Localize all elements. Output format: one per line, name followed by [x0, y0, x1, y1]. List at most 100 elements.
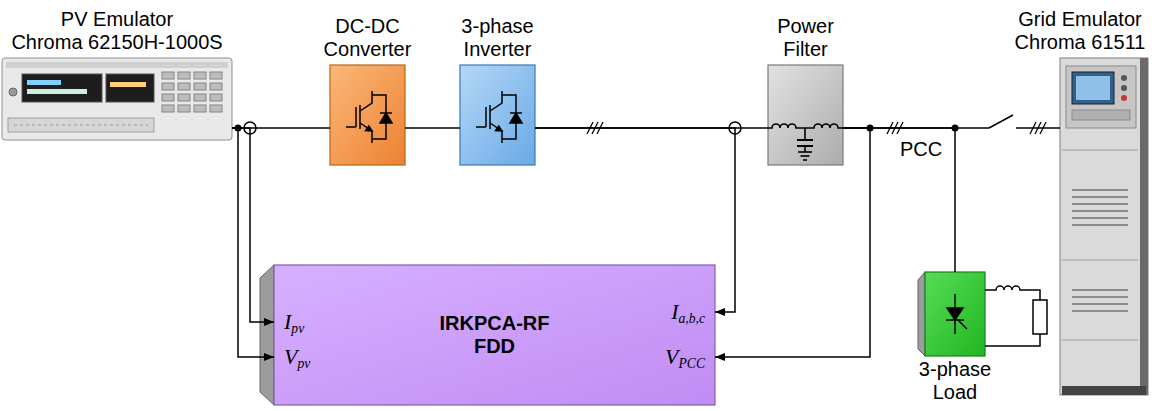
keypad	[210, 83, 222, 90]
lcl-filter-symbol	[804, 128, 806, 140]
signal-name: Ipv	[284, 310, 304, 334]
three-phase-marks	[897, 122, 903, 134]
keypad	[162, 105, 174, 112]
igbt-symbol	[490, 91, 502, 111]
grid-emulator-device	[1121, 95, 1127, 101]
vent-slots	[1072, 190, 1128, 311]
pv-emulator: PV EmulatorChroma 62150H-1000S	[2, 58, 232, 140]
lcl-filter-symbol	[797, 139, 813, 141]
block-heading: Grid Emulator	[1010, 8, 1150, 31]
keypad	[178, 94, 190, 101]
pv-emulator-device	[2, 58, 232, 140]
thyristor-symbol	[947, 308, 963, 320]
signal-symbol: I	[671, 299, 678, 324]
grid-emulator-device	[1062, 260, 1138, 261]
load-box	[918, 272, 985, 356]
igbt-symbol	[359, 105, 361, 129]
igbt-symbol	[360, 91, 372, 111]
keypad	[194, 83, 206, 90]
lcl-filter-symbol	[801, 155, 810, 157]
keypad	[210, 105, 222, 112]
vent-slots	[1072, 210, 1128, 212]
pv-emulator-device	[106, 74, 154, 102]
keypad	[210, 94, 222, 101]
lcl-filter-symbol	[804, 146, 806, 152]
grid-emulator-device	[1060, 58, 1148, 395]
dc-dc-converter-box	[330, 65, 405, 165]
grid-emulator-device	[1076, 76, 1110, 100]
block-heading: Chroma 62150H-1000S	[2, 31, 232, 54]
current-sensor	[244, 122, 741, 134]
vent-slots	[1072, 203, 1128, 205]
rl-load-circuit	[985, 286, 1040, 300]
grid-emulator-device	[1121, 85, 1127, 91]
grid-emulator-device	[1066, 66, 1136, 128]
igbt-symbol	[490, 123, 502, 143]
vent-slots	[1072, 296, 1128, 298]
block-heading: DC-DC Converter	[318, 15, 417, 61]
signal-arrow	[232, 128, 274, 357]
three-phase-marks	[587, 122, 593, 134]
heading-holder: DC-DC Converter	[318, 15, 417, 61]
igbt-symbol	[489, 105, 491, 129]
signal-name: VPCC	[665, 345, 705, 369]
igbt-symbol	[346, 126, 356, 128]
igbt-symbol	[485, 107, 487, 127]
block-heading: Power Filter	[756, 15, 855, 61]
igbt-symbol	[360, 123, 372, 143]
block-heading: 3-phase Load	[912, 358, 998, 404]
keypad	[178, 83, 190, 90]
grid-emulator: Grid EmulatorChroma 61511	[1060, 58, 1148, 395]
signal-subscript: a,b,c	[679, 311, 706, 326]
signal-name: Ia,b,c	[671, 300, 705, 324]
block-heading: PV Emulator	[2, 8, 232, 31]
vent-slots	[1072, 189, 1128, 191]
pv-emulator-device	[6, 62, 228, 68]
pv-emulator-device	[22, 74, 102, 102]
vent-slots	[1072, 289, 1128, 291]
inverter-box	[460, 65, 535, 165]
signal-arrow	[715, 128, 870, 357]
current-sensor	[729, 122, 741, 134]
lcl-filter-symbol	[768, 124, 843, 160]
three-phase-marks	[1030, 122, 1036, 134]
rl-load-circuit	[1033, 300, 1047, 334]
igbt-symbol	[346, 91, 392, 143]
rl-load-circuit	[985, 286, 1047, 346]
fdd-block-shape	[260, 265, 274, 405]
power-filter-box	[768, 65, 843, 165]
grid-emulator-device	[1121, 75, 1127, 81]
power-filter: Power Filter	[768, 65, 843, 165]
pv-emulator-device	[2, 58, 232, 140]
power-wire	[843, 128, 955, 272]
three-phase-marks	[1035, 122, 1041, 134]
vent-slots	[1072, 217, 1128, 219]
heading-holder: 3-phase Inverter	[448, 15, 547, 61]
signal-symbol: V	[284, 344, 297, 369]
heading-holder: Power Filter	[756, 15, 855, 61]
signal-name: Vpv	[284, 345, 310, 369]
heading-holder: PV EmulatorChroma 62150H-1000S	[2, 8, 232, 54]
load-box	[925, 272, 985, 356]
keypad	[210, 72, 222, 79]
lcl-filter-symbol	[768, 124, 843, 128]
vent-slots	[1072, 310, 1128, 312]
heading-holder: Grid EmulatorChroma 61511	[1010, 8, 1150, 54]
igbt-symbol	[355, 107, 357, 127]
keypad	[194, 94, 206, 101]
power-wire	[405, 127, 460, 129]
load-box: 3-phase Load	[925, 272, 985, 356]
thyristor-symbol	[946, 294, 967, 334]
igbt-symbol	[476, 91, 522, 143]
igbt-symbol	[510, 113, 522, 123]
igbt-symbol	[510, 112, 522, 114]
igbt-symbol	[380, 113, 392, 123]
lcl-filter-symbol	[798, 151, 812, 153]
three-phase-marks	[592, 122, 598, 134]
heading-holder: 3-phase Load	[912, 358, 998, 404]
three-phase-marks	[892, 122, 898, 134]
grid-emulator-device	[1060, 58, 1148, 395]
junction-dot	[235, 125, 242, 132]
